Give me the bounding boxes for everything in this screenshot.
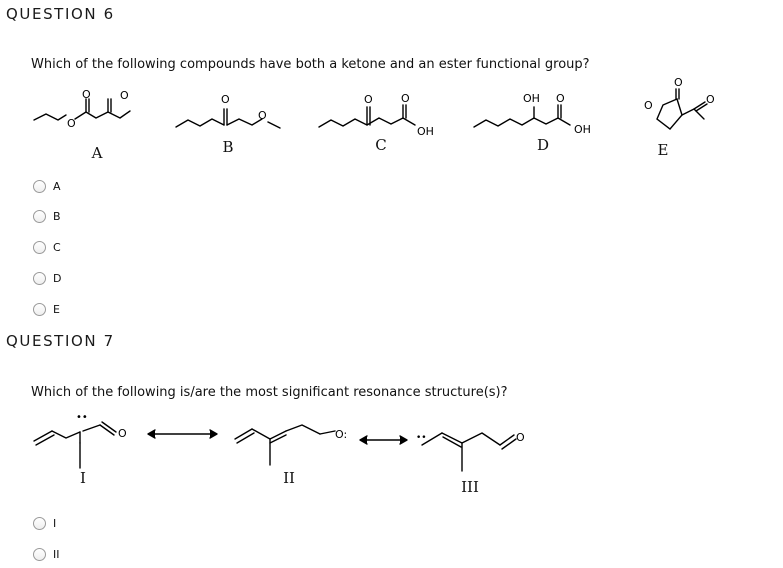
q6-option-e-label[interactable]: E bbox=[53, 302, 60, 316]
q6-option-a-label[interactable]: A bbox=[53, 179, 61, 193]
q6-radio-d[interactable] bbox=[33, 271, 46, 285]
svg-text:O: O bbox=[644, 99, 653, 112]
q6-option-e[interactable]: E bbox=[33, 301, 60, 317]
question-6-text: Which of the following compounds have bo… bbox=[31, 57, 590, 72]
svg-text:O: O bbox=[120, 89, 129, 102]
svg-text:O: O bbox=[674, 76, 683, 89]
structure-label-iii: III bbox=[461, 478, 479, 496]
q6-radio-e[interactable] bbox=[33, 302, 46, 316]
q6-option-c-label[interactable]: C bbox=[53, 240, 61, 254]
q6-option-d[interactable]: D bbox=[33, 270, 61, 286]
compound-label-e: E bbox=[657, 141, 669, 159]
compound-label-a: A bbox=[91, 144, 103, 162]
compound-label-b: B bbox=[222, 138, 234, 156]
q6-option-c[interactable]: C bbox=[33, 239, 61, 255]
q7-option-ii-label[interactable]: II bbox=[53, 547, 60, 561]
compound-b-structure: O O bbox=[175, 93, 281, 129]
q7-radio-i[interactable] bbox=[33, 516, 46, 530]
q6-radio-a[interactable] bbox=[33, 179, 46, 193]
svg-text:O: O bbox=[118, 427, 127, 440]
svg-text:O: O bbox=[67, 117, 76, 130]
resonance-structures: •• O O: •• O bbox=[33, 412, 525, 472]
q6-radio-b[interactable] bbox=[33, 209, 46, 223]
q6-option-b[interactable]: B bbox=[33, 208, 61, 224]
q7-option-i-label[interactable]: I bbox=[53, 516, 57, 530]
svg-text:O: O bbox=[364, 93, 373, 106]
question-7-text: Which of the following is/are the most s… bbox=[31, 385, 508, 400]
svg-text:O:: O: bbox=[335, 428, 347, 441]
compound-d-structure: OH O OH bbox=[473, 92, 591, 136]
q6-radio-c[interactable] bbox=[33, 240, 46, 254]
q7-radio-ii[interactable] bbox=[33, 547, 46, 561]
svg-text:O: O bbox=[401, 92, 410, 105]
svg-text:OH: OH bbox=[417, 125, 434, 138]
svg-text:O: O bbox=[706, 93, 715, 106]
q6-option-a[interactable]: A bbox=[33, 178, 61, 194]
compound-c-structure: O O OH bbox=[318, 92, 434, 138]
compound-label-c: C bbox=[375, 136, 387, 154]
compound-label-d: D bbox=[536, 136, 550, 154]
svg-text:O: O bbox=[221, 93, 230, 106]
svg-text:OH: OH bbox=[523, 92, 540, 105]
svg-text:O: O bbox=[516, 431, 525, 444]
svg-text:OH: OH bbox=[574, 123, 591, 136]
question-7-header: QUESTION 7 bbox=[6, 332, 115, 350]
q7-option-i[interactable]: I bbox=[33, 515, 56, 531]
compound-a-structure: O O O bbox=[33, 88, 131, 130]
q7-option-ii[interactable]: II bbox=[33, 546, 60, 562]
svg-text:••: •• bbox=[416, 433, 427, 443]
compound-e-structure: O O O bbox=[644, 76, 715, 130]
svg-text:••: •• bbox=[76, 412, 88, 423]
structure-label-i: I bbox=[80, 469, 86, 487]
svg-text:O: O bbox=[258, 109, 267, 122]
q6-option-d-label[interactable]: D bbox=[53, 271, 62, 285]
svg-text:O: O bbox=[82, 88, 91, 101]
structure-label-ii: II bbox=[283, 469, 295, 487]
q6-option-b-label[interactable]: B bbox=[53, 209, 61, 223]
question-6-header: QUESTION 6 bbox=[6, 5, 115, 23]
svg-text:O: O bbox=[556, 92, 565, 105]
